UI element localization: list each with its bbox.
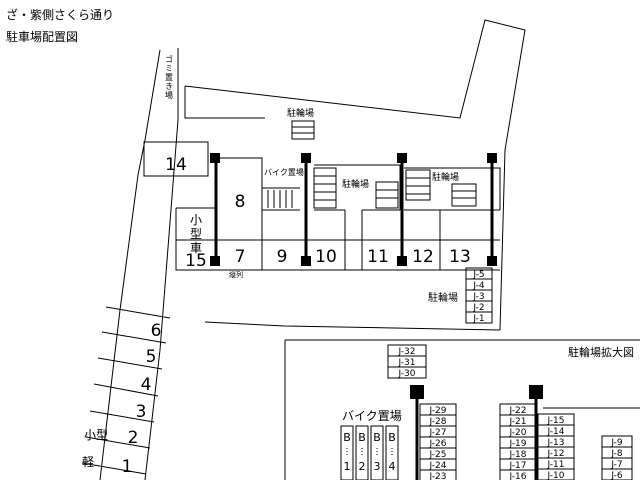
bike-slot	[355, 425, 369, 480]
parking-space-15: 15	[185, 251, 207, 271]
bicycle-slot-label: J-10	[546, 471, 564, 480]
kei-label: 軽	[82, 455, 94, 469]
bicycle-slot-label: J-11	[546, 460, 564, 470]
bike-slot-number: 2	[359, 460, 366, 473]
kogata-vertical-2: 型	[190, 227, 202, 241]
bicycle-slot-label: J-25	[428, 450, 446, 460]
bicycle-parking-right-label: 駐輪場	[432, 171, 459, 183]
parallel-parking-label: 縦列	[229, 270, 243, 279]
bicycle-rack-top	[291, 120, 315, 140]
bicycle-slot	[465, 311, 493, 324]
bicycle-slot	[537, 468, 575, 480]
parking-space-1: 1	[122, 457, 133, 477]
bicycle-slot-label: J-27	[428, 428, 446, 438]
bicycle-slot-label: J-14	[546, 427, 564, 437]
parking-space-14: 14	[143, 141, 209, 177]
bicycle-slot-label: J-13	[546, 438, 564, 448]
pillars	[210, 153, 497, 266]
parking-space-4: 4	[141, 375, 152, 395]
parking-space-8: 8	[235, 192, 246, 212]
bicycle-slots-j30-j32: J-32J-31J-30	[387, 344, 427, 379]
parking-space-10: 10	[315, 247, 337, 267]
bicycle-slot-label: J-24	[428, 461, 446, 471]
bicycle-slot	[601, 468, 633, 480]
bicycle-slot-label: J-8	[610, 449, 623, 459]
kogata-vertical-1: 小	[190, 213, 202, 227]
parking-space-11: 11	[367, 247, 389, 267]
parking-space-9: 9	[277, 247, 288, 267]
parking-space-6: 6	[151, 321, 162, 341]
bicycle-slot-label: J-21	[508, 417, 526, 427]
parking-space-2: 2	[128, 428, 139, 448]
bicycle-rack-right-top	[405, 169, 431, 201]
bicycle-parking-mid-label: 駐輪場	[342, 178, 369, 190]
bike-slot-number: 1	[344, 460, 351, 473]
kogata-label: 小型	[84, 428, 108, 442]
bicycle-slot-label: J-2	[472, 303, 484, 313]
bicycle-slot	[419, 469, 457, 480]
bicycle-slot-label: J-31	[397, 358, 415, 368]
parking-space-3: 3	[136, 402, 147, 422]
bicycle-slot-label: J-18	[508, 450, 526, 460]
bicycle-slots-j16-j22: J-22J-21J-20J-19J-18J-17J-16	[499, 403, 537, 480]
bicycle-slot	[387, 366, 427, 379]
bicycle-rack-mid-right	[375, 181, 399, 209]
bike-slot-number: 3	[374, 460, 381, 473]
bike-slots: B 1 B 2 B 3 B 4	[340, 425, 399, 480]
bike-slot-letter: B	[388, 431, 396, 444]
bicycle-slot-label: J-20	[508, 428, 526, 438]
bicycle-slot-label: J-17	[508, 461, 526, 471]
left-parking-row	[81, 306, 171, 475]
bicycle-rack-right-bottom	[451, 183, 477, 207]
bicycle-parking-lower-label: 駐輪場	[428, 291, 458, 304]
bike-slot	[385, 425, 399, 480]
bike-slot-letter: B	[343, 431, 351, 444]
kogata-vertical-3: 車	[190, 241, 202, 255]
bicycle-slots-j6-j9: J-9J-8J-7J-6	[601, 435, 633, 480]
bicycle-slot-label: J-5	[472, 270, 484, 280]
bicycle-slot-label: J-7	[610, 460, 622, 470]
bicycle-slot-label: J-6	[610, 471, 623, 480]
parking-space-5: 5	[146, 347, 157, 367]
bike-area-expanded-label: バイク置場	[342, 409, 402, 423]
expanded-view-label: 駐輪場拡大図	[568, 345, 634, 359]
bicycle-slots-j23-j29: J-29J-28J-27J-26J-25J-24J-23	[419, 403, 457, 480]
bicycle-slot	[499, 469, 537, 480]
bicycle-slot-label: J-4	[472, 281, 485, 291]
bicycle-slot-label: J-15	[546, 416, 564, 426]
bicycle-slot-label: J-19	[508, 439, 526, 449]
bike-slot-letter: B	[358, 431, 366, 444]
bicycle-slot-label: J-12	[546, 449, 564, 459]
bicycle-slots-j10-j15: J-15J-14J-13J-12J-11J-10	[537, 413, 575, 480]
bicycle-slot-label: J-26	[428, 439, 446, 449]
bike-area-label: バイク置場	[264, 167, 304, 177]
bicycle-parking-top-label: 駐輪場	[287, 107, 314, 119]
map-subtitle: 駐車場配置図	[6, 30, 79, 44]
bicycle-slot-label: J-3	[472, 292, 484, 302]
bike-slot-number: 4	[389, 460, 396, 473]
bicycle-slot-label: J-1	[472, 314, 484, 324]
garbage-area-label: ゴミ置き場	[165, 54, 174, 100]
bicycle-slot-label: J-16	[508, 472, 526, 480]
bicycle-slot-label: J-29	[428, 406, 446, 416]
bicycle-slot-label: J-32	[397, 347, 415, 357]
parking-space-7: 7	[235, 247, 246, 267]
bicycle-slot-label: J-30	[397, 369, 415, 379]
parking-space-12: 12	[412, 247, 434, 267]
bike-slot	[340, 425, 354, 480]
parking-space-13: 13	[449, 247, 471, 267]
site-title: ざ・紫側さくら通り	[6, 8, 115, 22]
bicycle-rack-mid-left	[313, 167, 337, 209]
bicycle-slot-label: J-22	[508, 406, 526, 416]
svg-text:14: 14	[165, 155, 187, 175]
site-boundary	[99, 19, 640, 480]
bicycle-slots-j1-j5: J-5J-4J-3J-2J-1	[465, 267, 493, 324]
bike-slot-letter: B	[373, 431, 381, 444]
bicycle-slot-label: J-9	[610, 438, 623, 448]
bicycle-slot-label: J-23	[428, 472, 446, 480]
bike-slot	[370, 425, 384, 480]
bike-rack-block	[267, 190, 293, 208]
bicycle-slot-label: J-28	[428, 417, 446, 427]
